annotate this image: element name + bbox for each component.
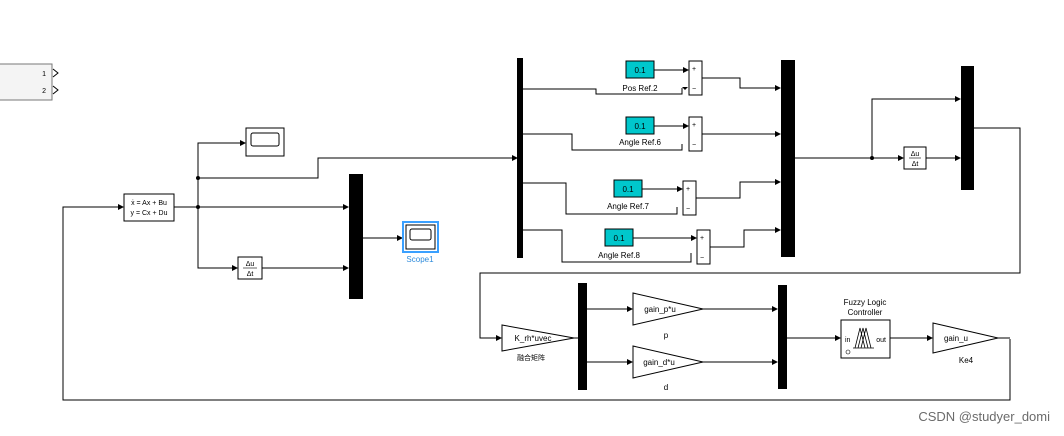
constant-value: 0.1 — [634, 66, 646, 75]
gain-p-block[interactable]: gain_p*u p — [632, 292, 704, 340]
constant-pos-ref-2[interactable]: 0.1 Pos Ref.2 — [622, 60, 658, 93]
sum-minus: − — [692, 86, 696, 93]
subsystem-block[interactable]: 1 2 — [0, 63, 59, 101]
matrix-gain-label: K_rh*uvec — [515, 334, 552, 343]
sum-minus: − — [700, 255, 704, 262]
demux-1[interactable] — [517, 58, 523, 258]
scope1-block[interactable]: Scope1 — [402, 221, 439, 264]
matrix-gain-name: 融合矩阵 — [517, 353, 545, 362]
state-space-eq2: y = Cx + Du — [131, 210, 168, 217]
outport-label-2: 2 — [42, 88, 46, 95]
sum-plus: + — [686, 186, 690, 193]
derivative-den: Δt — [912, 161, 919, 168]
gain-u-name: Ke4 — [959, 356, 974, 365]
mux-2[interactable] — [781, 60, 795, 257]
sum-plus: + — [692, 122, 696, 129]
constant-angle-ref-8[interactable]: 0.1 Angle Ref.8 — [598, 228, 640, 260]
derivative-block-1[interactable]: Δu Δt — [237, 256, 263, 280]
mux-3[interactable] — [961, 66, 974, 190]
gain-u-block[interactable]: gain_u Ke4 — [932, 322, 999, 365]
gain-u-label: gain_u — [944, 334, 968, 343]
watermark: CSDN @studyer_domi — [918, 409, 1050, 424]
constant-angle-ref-7[interactable]: 0.1 Angle Ref.7 — [607, 179, 649, 211]
sum-minus: − — [692, 142, 696, 149]
gain-d-label: gain_d*u — [643, 358, 675, 367]
gain-d-name: d — [664, 383, 668, 392]
mux-1[interactable] — [349, 174, 363, 299]
derivative-num: Δu — [246, 261, 255, 268]
constant-value: 0.1 — [622, 185, 634, 194]
constant-value: 0.1 — [634, 122, 646, 131]
constant-name: Angle Ref.6 — [619, 138, 661, 147]
fuzzy-logic-controller[interactable]: Fuzzy Logic Controller in out — [840, 298, 891, 359]
sum-minus: − — [686, 206, 690, 213]
constant-name: Angle Ref.8 — [598, 251, 640, 260]
constant-name: Pos Ref.2 — [622, 84, 658, 93]
scope-block[interactable] — [245, 127, 285, 157]
constant-name: Angle Ref.7 — [607, 202, 649, 211]
sum-plus: + — [700, 235, 704, 242]
fuzzy-in-label: in — [845, 337, 851, 344]
constant-angle-ref-6[interactable]: 0.1 Angle Ref.6 — [619, 116, 661, 147]
fuzzy-title-1: Fuzzy Logic — [844, 298, 887, 307]
matrix-gain-block[interactable]: K_rh*uvec 融合矩阵 — [501, 324, 575, 362]
sum-plus: + — [692, 66, 696, 73]
sum-block-4[interactable]: + − — [696, 229, 711, 265]
gain-p-name: p — [664, 331, 669, 340]
derivative-block-2[interactable]: Δu Δt — [903, 146, 927, 170]
gain-p-label: gain_p*u — [644, 305, 676, 314]
gain-d-block[interactable]: gain_d*u d — [632, 345, 704, 392]
derivative-num: Δu — [911, 151, 920, 158]
scope1-label: Scope1 — [406, 255, 434, 264]
feedback-wire — [62, 206, 1011, 401]
mux-4[interactable] — [778, 285, 787, 389]
constant-value: 0.1 — [613, 234, 625, 243]
state-space-block[interactable]: ẋ = Ax + Bu y = Cx + Du — [123, 193, 175, 222]
fuzzy-membership-icon — [853, 327, 874, 349]
fuzzy-title-2: Controller — [848, 308, 883, 317]
sum-block-2[interactable]: + − — [688, 116, 703, 152]
demux-2[interactable] — [578, 283, 587, 390]
sum-block-1[interactable]: + − — [688, 60, 703, 96]
derivative-den: Δt — [247, 271, 254, 278]
state-space-eq1: ẋ = Ax + Bu — [131, 200, 167, 207]
fuzzy-out-label: out — [876, 337, 886, 344]
sum-block-3[interactable]: + − — [682, 180, 697, 216]
outport-label-1: 1 — [42, 71, 46, 78]
